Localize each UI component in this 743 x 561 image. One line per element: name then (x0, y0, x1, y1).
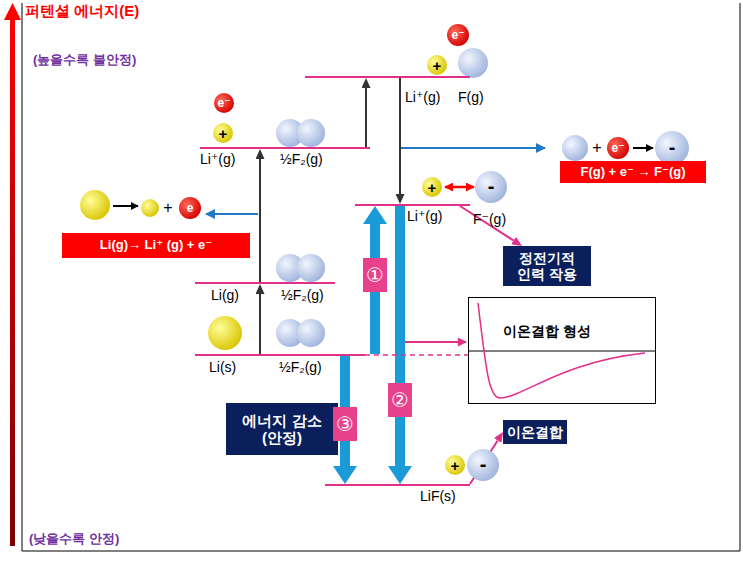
fluorine-atom (562, 135, 588, 161)
process-arrow (399, 78, 401, 194)
species-label: LiF(s) (420, 489, 456, 503)
electron-symbol: e (187, 202, 194, 214)
lithium-ion (213, 123, 233, 143)
fluorine-atom (297, 254, 325, 282)
box-text: 이온결합 (507, 424, 563, 440)
electron (214, 93, 234, 113)
box-text: 에너지 감소 (안정) (229, 412, 335, 447)
lithium-atom (208, 316, 242, 350)
box-text: F(g) + e⁻ → F⁻(g) (580, 165, 685, 180)
species-label: ½F₂(g) (280, 152, 323, 166)
plus-sign: + (592, 140, 601, 156)
callout-number: ② (388, 383, 412, 417)
charge-sign: + (433, 58, 442, 73)
callout-arrow (206, 213, 258, 215)
note-box: 이온결합 (503, 420, 567, 444)
charge-sign: + (428, 180, 437, 195)
graph-axis (469, 351, 655, 352)
energy-level: LiF(s) (325, 484, 470, 486)
lithium-ion (422, 177, 442, 197)
fluorine-atom (297, 319, 325, 347)
leader-arrow (460, 206, 514, 241)
process-arrow (259, 159, 261, 282)
energy-bar-arrow (395, 206, 405, 466)
process-arrow (259, 294, 261, 354)
lithium-atom (80, 190, 110, 220)
energy-level: Li⁺(g)F⁻(g) (355, 204, 470, 206)
box-text: Li(g)→ Li⁺ (g) + e⁻ (100, 238, 212, 253)
species-label: F⁻(g) (473, 212, 506, 226)
leader-line (405, 341, 466, 343)
charge-sign: + (451, 458, 460, 473)
potential-curve (478, 303, 645, 398)
box-text: 이온결합 형성 (469, 323, 655, 341)
box-text: 정전기적 인력 작용 (506, 250, 588, 282)
axis-note: (낮을수록 안정) (27, 531, 121, 546)
species-label: F(g) (458, 90, 484, 104)
species-label: Li⁺(g) (407, 209, 442, 223)
charge-sign: - (480, 454, 487, 474)
fluorine-atom (297, 119, 325, 147)
frame (22, 3, 740, 551)
energy-axis-head (4, 3, 21, 20)
note-box: 에너지 감소 (안정) (226, 403, 338, 455)
axis-note: (높을수록 불안정) (33, 53, 136, 66)
reaction-box: F(g) + e⁻ → F⁻(g) (560, 161, 706, 183)
dashed-level (365, 354, 470, 356)
species-label: ½F₂(g) (279, 360, 322, 374)
electron-symbol: e⁻ (217, 97, 230, 109)
callout-arrow (401, 147, 545, 149)
fluoride-ion (475, 171, 507, 203)
reaction-arrow (633, 147, 653, 149)
electron (179, 197, 201, 219)
electron (447, 24, 469, 46)
callout-number: ① (363, 258, 387, 292)
reaction-box: Li(g)→ Li⁺ (g) + e⁻ (62, 233, 250, 258)
energy-level: Li⁺(g)½F₂(g) (200, 147, 370, 149)
graph-box: 이온결합 형성 (468, 297, 656, 404)
fluoride-ion (655, 131, 689, 165)
electron (607, 137, 629, 159)
reaction-arrow (113, 205, 138, 207)
fluorine-atom (458, 48, 488, 78)
species-label: Li(s) (209, 360, 236, 374)
process-arrow (365, 88, 367, 147)
energy-level: Li⁺(g)F(g) (305, 76, 470, 78)
plus-sign: + (163, 200, 172, 216)
charge-sign: - (669, 137, 676, 157)
charge-sign: + (219, 126, 228, 141)
lithium-ion (427, 55, 447, 75)
energy-axis (10, 18, 15, 546)
species-label: ½F₂(g) (281, 288, 324, 302)
energy-level: Li(g)½F₂(g) (195, 282, 335, 284)
fluoride-ion (467, 449, 499, 481)
electron-symbol: e⁻ (451, 29, 464, 41)
energy-level: Li(s)½F₂(g) (195, 354, 365, 356)
species-label: Li⁺(g) (405, 90, 440, 104)
note-box: 정전기적 인력 작용 (503, 246, 591, 286)
attraction-arrow (445, 186, 474, 189)
charge-sign: - (488, 176, 495, 196)
lithium-ion (445, 455, 465, 475)
axis-title: 퍼텐셜 에너지(E) (25, 3, 139, 18)
electron-symbol: e⁻ (611, 142, 624, 154)
species-label: Li⁺(g) (200, 152, 235, 166)
species-label: Li(g) (211, 288, 239, 302)
callout-number: ③ (333, 407, 357, 441)
lithium-ion (141, 199, 159, 217)
